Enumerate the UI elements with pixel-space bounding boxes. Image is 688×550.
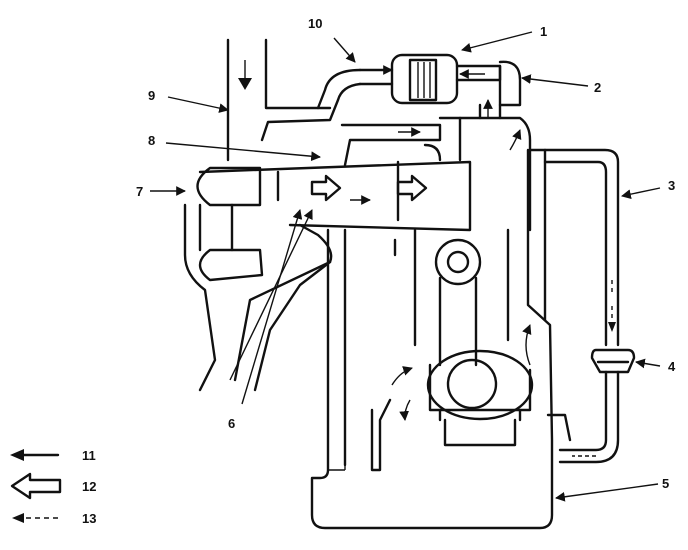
check-valve — [558, 348, 636, 464]
callout-4: 4 — [668, 359, 676, 374]
callout-9: 9 — [148, 88, 155, 103]
crankshaft — [426, 349, 534, 447]
callout-10: 10 — [308, 16, 322, 31]
connecting-rod — [434, 238, 482, 367]
intake-manifold — [198, 160, 472, 232]
legend: 11 12 13 — [10, 448, 96, 526]
pcv-valve — [358, 53, 502, 105]
callout-5: 5 — [662, 476, 669, 491]
callout-6: 6 — [228, 416, 235, 431]
crankcase-hose — [233, 223, 333, 392]
breather-hose — [498, 60, 522, 107]
air-intake-pipe — [226, 38, 332, 162]
legend-number-11: 11 — [82, 448, 96, 463]
leader-lines — [150, 31, 661, 502]
callout-1: 1 — [540, 24, 547, 39]
intake-flow-arrow — [310, 174, 342, 202]
blowby-flow-arrows — [391, 129, 532, 421]
valve-cover — [340, 99, 532, 232]
legend-solid-arrow — [10, 449, 60, 461]
engine-block — [310, 148, 572, 530]
callout-3: 3 — [668, 178, 675, 193]
callout-8: 8 — [148, 133, 155, 148]
legend-number-12: 12 — [82, 479, 96, 494]
cylinder — [393, 228, 510, 347]
legend-number-13: 13 — [82, 511, 96, 526]
vent-hose — [260, 68, 362, 142]
callout-7: 7 — [136, 184, 143, 199]
throttle-housing — [183, 166, 264, 392]
oil-return-tube — [528, 148, 620, 347]
callout-2: 2 — [594, 80, 601, 95]
legend-hollow-arrow — [10, 472, 62, 500]
intake-flow-arrow-2 — [396, 174, 428, 202]
legend-dashed-arrow — [12, 513, 58, 523]
